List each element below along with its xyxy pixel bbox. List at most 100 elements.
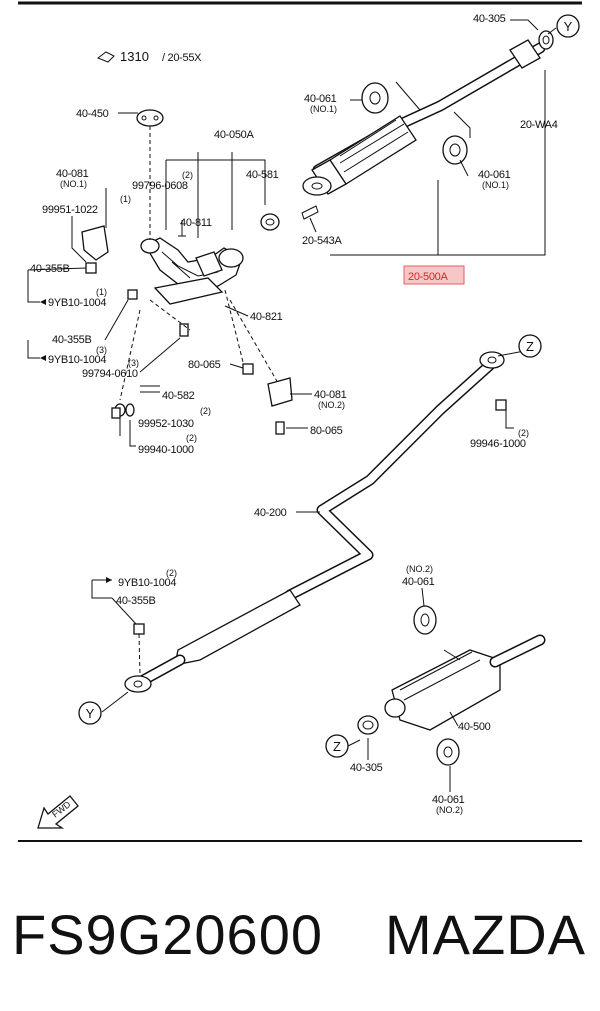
label-40-200: 40-200 — [254, 507, 287, 519]
gasket-top-right — [538, 30, 554, 50]
label-40-061-bot: 40-061 — [432, 794, 465, 806]
label-20-500a: 20-500A — [408, 271, 448, 283]
washer-99952-b — [125, 403, 135, 417]
assembly-bracket-lines — [330, 70, 546, 256]
label-40-355b-c: 40-355B — [116, 595, 156, 607]
hanger-rubber-mid — [442, 135, 468, 165]
leader-y-bot — [101, 691, 129, 713]
label-40-305-bot: 40-305 — [350, 762, 383, 774]
label-40-582: 40-582 — [162, 390, 195, 402]
leader-80-065-a — [229, 363, 244, 369]
manifold-gasket — [136, 109, 164, 127]
label-20-543a: 20-543A — [302, 235, 342, 247]
leader-z-bot — [347, 739, 361, 747]
part-number: FS9G20600 — [12, 903, 323, 966]
qty-99940: (2) — [186, 433, 197, 443]
pipe-hanger-rods — [395, 81, 471, 138]
highlight-20-500a — [403, 265, 465, 285]
hanger-rubber-top — [361, 82, 389, 114]
label-99946: 99946-1000 — [470, 438, 526, 450]
nut-99946 — [495, 399, 507, 411]
label-1310: 1310 — [120, 49, 149, 64]
qty-9yb10-a: (1) — [96, 287, 107, 297]
nut-40-355b-a — [85, 262, 97, 274]
stud-bolt — [301, 205, 319, 220]
bolt-80-065-b — [275, 421, 285, 435]
leader-40-821 — [224, 305, 249, 317]
arrow-9yb10-b — [40, 355, 46, 361]
label-40-061-mid: 40-061 — [478, 169, 511, 181]
label-9yb10-a: 9YB10-1004 — [48, 297, 106, 309]
label-9yb10-b: 9YB10-1004 — [48, 354, 106, 366]
label-99951: 99951-1022 — [42, 204, 98, 216]
hanger-rubber-low — [413, 605, 437, 635]
callout-y-bot: Y — [86, 706, 95, 721]
bracket-40-081-no1 — [81, 225, 109, 261]
label-99952: 99952-1030 — [138, 418, 194, 430]
qty-99796: (2) — [182, 170, 193, 180]
ref-hand-icon — [96, 51, 115, 63]
qty-99951: (1) — [120, 194, 131, 204]
leader-40-355b-a — [27, 267, 87, 303]
label-40-581: 40-581 — [246, 169, 279, 181]
nut-99940 — [111, 407, 121, 419]
label-40-081-b-sub: (NO.2) — [318, 400, 345, 410]
label-40-450: 40-450 — [76, 108, 109, 120]
callout-y-bot-circle — [78, 701, 102, 725]
callout-z-top: Z — [526, 339, 534, 354]
nut-40-355b-c — [133, 623, 145, 635]
bracket-40-081-no2 — [267, 377, 293, 407]
leader-washers — [119, 418, 136, 447]
leader-40-061-low — [421, 587, 425, 607]
leader-y-top — [547, 27, 557, 35]
qty-9yb10-b: (3) — [96, 345, 107, 355]
gasket-40-305-bottom — [357, 715, 379, 735]
leader-40-061-mid — [459, 159, 469, 177]
label-40-821: 40-821 — [250, 311, 283, 323]
flange-y-hole — [133, 680, 143, 688]
callout-y-top: Y — [564, 19, 573, 34]
arrow-9yb10-c — [106, 577, 112, 583]
callout-z-bot-circle — [325, 734, 349, 758]
label-40-061-top-sub: (NO.1) — [310, 104, 337, 114]
label-40-355b-b: 40-355B — [52, 334, 92, 346]
label-80-065-b: 80-065 — [310, 425, 343, 437]
leader-40-305-top — [510, 19, 539, 31]
qty-99952: (2) — [200, 406, 211, 416]
label-9yb10-c: 9YB10-1004 — [118, 577, 176, 589]
ref-1310: 1310 / 20-55X — [96, 49, 202, 64]
label-40-811: 40-811 — [180, 217, 212, 229]
label-1310-ref: / 20-55X — [162, 52, 202, 64]
flange-z-hole — [487, 356, 497, 364]
label-40-081-a-sub: (NO.1) — [60, 179, 87, 189]
label-40-061-low: 40-061 — [402, 576, 435, 588]
label-80-065-a: 80-065 — [188, 359, 221, 371]
callout-y-top-circle — [556, 14, 580, 38]
bolt-80-065-a — [242, 363, 254, 375]
qty-99946: (2) — [518, 428, 529, 438]
stud-99796 — [178, 220, 186, 237]
label-40-050a: 40-050A — [214, 129, 254, 141]
qty-9yb10-c: (2) — [166, 568, 177, 578]
heat-insulator — [153, 277, 224, 305]
spring-40-582 — [140, 385, 160, 393]
part-footer: FS9G20600 MAZDA — [0, 885, 600, 985]
callout-z-top-circle — [518, 334, 542, 358]
label-40-355b-a: 40-355B — [30, 263, 70, 275]
flange-z — [479, 351, 505, 369]
middle-pipe — [134, 359, 496, 688]
leader-99946 — [505, 410, 514, 429]
label-40-061-top: 40-061 — [304, 93, 337, 105]
label-40-305-top: 40-305 — [473, 13, 506, 25]
leader-40-355b-b — [27, 299, 129, 359]
brand-name: MAZDA — [385, 903, 586, 966]
nut-dash-c — [138, 633, 141, 677]
label-99940: 99940-1000 — [138, 444, 194, 456]
gasket-40-581 — [260, 213, 280, 231]
qty-99794: (3) — [128, 358, 139, 368]
manifold-dash-lines — [119, 289, 286, 401]
label-40-061-low-sub: (NO.2) — [406, 564, 433, 574]
label-40-500: 40-500 — [458, 721, 491, 733]
fwd-arrow: FWD — [37, 795, 79, 829]
label-20-wa4: 20-WA4 — [520, 119, 558, 131]
